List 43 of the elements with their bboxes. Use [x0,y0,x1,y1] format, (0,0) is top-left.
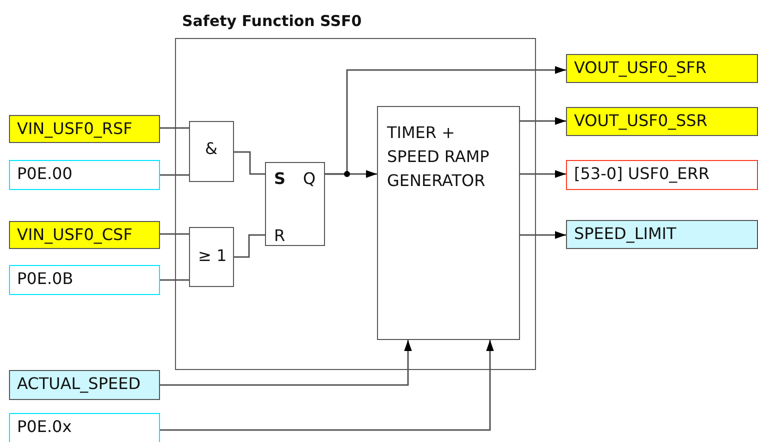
output-signal-box [566,107,758,136]
pin-label: R [274,226,286,246]
arrow [520,117,566,125]
sr-flip-flop [265,162,325,246]
signal-name: VIN_USF0_CSF [17,225,132,244]
pin-label: S [274,169,286,188]
connector-line [160,233,189,235]
signal-name: [53-0] USF0_ERR [574,164,710,184]
signal-name: VOUT_USF0_SSR [574,111,708,130]
signal-name: VIN_USF0_RSF [17,119,132,138]
signal-name: SPEED_LIMIT [574,224,676,244]
arrow [160,340,412,386]
connector-line [234,234,265,258]
signal-name: P0E.00 [17,164,72,184]
connector-line [234,151,265,175]
pin-label: Q [303,169,316,188]
signal-name: P0E.0B [17,269,74,288]
signal-name: P0E.0x [17,417,72,436]
arrow [520,231,566,239]
frame-heading: Safety Function SSF0 [182,12,362,30]
input-signal-box [9,115,160,143]
connector-line [160,127,189,129]
gate-symbol: & [205,139,218,158]
gate-symbol: ≥ 1 [198,246,227,266]
signal-name: ACTUAL_SPEED [17,374,141,394]
timer-block [377,106,520,340]
arrow [520,170,566,178]
output-signal-box [566,54,758,83]
output-signal-box [566,220,758,249]
parameter-box [9,265,160,295]
input-signal-box [9,221,160,249]
arrow [325,66,566,175]
signal-name: VOUT_USF0_SFR [574,58,706,78]
parameter-box [9,160,160,190]
connector-line [160,174,189,176]
error-output-box [566,160,758,190]
parameter-box [9,413,160,442]
and-gate [189,121,234,182]
input-signal-box [9,370,160,400]
signal-name: TIMER + SPEED RAMP GENERATOR [387,122,490,192]
connector-line [160,279,189,281]
arrow [160,340,494,431]
or-gate [189,227,234,287]
